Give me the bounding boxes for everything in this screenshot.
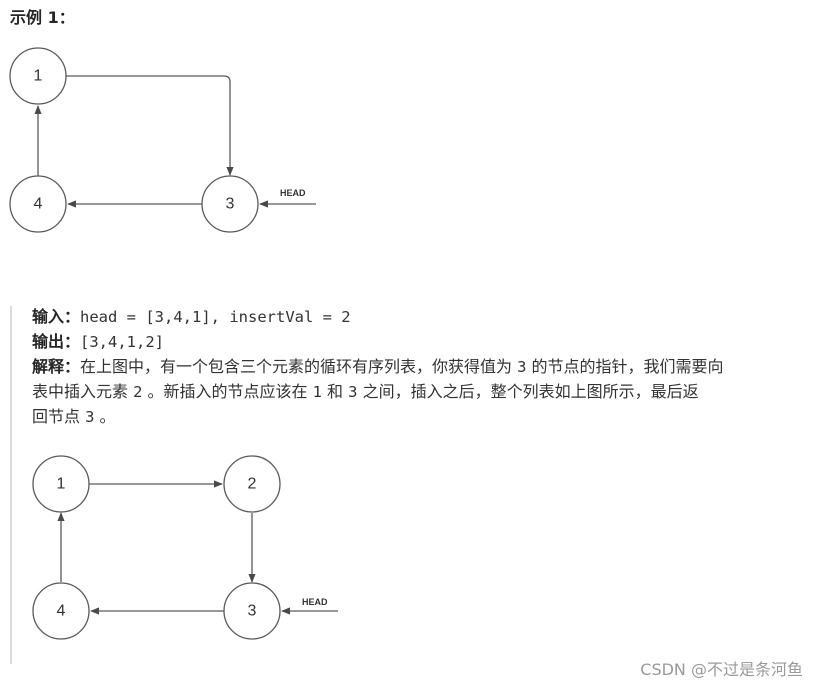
head-label: HEAD [280, 188, 306, 198]
circular-list-diagram-after: 1 2 3 4 HEAD [32, 455, 338, 640]
node-4: 4 [32, 582, 90, 640]
node-label: 4 [34, 196, 43, 213]
explanation-label: 解释： [32, 357, 81, 376]
output-line: 输出：[3,4,1,2] [32, 330, 164, 354]
node-4: 4 [9, 175, 67, 233]
node-label: 3 [248, 603, 257, 620]
node-label: 2 [248, 476, 257, 493]
node-1: 1 [9, 47, 67, 105]
node-label: 4 [57, 603, 66, 620]
watermark: CSDN @不过是条河鱼 [640, 660, 803, 679]
explanation-text: 回节点 [32, 407, 86, 426]
inline-code: 2 [133, 383, 143, 401]
explanation-text: 的节点的指针，我们需要向 [526, 357, 724, 376]
output-label: 输出： [32, 332, 81, 351]
explanation-text: 表中插入元素 [32, 382, 134, 401]
example-block-border [10, 306, 12, 664]
head-label: HEAD [302, 597, 328, 607]
example-title: 示例 1： [10, 8, 75, 27]
inline-code: 3 [348, 383, 358, 401]
input-line: 输入：head = [3,4,1], insertVal = 2 [32, 305, 351, 329]
explanation-text: 在上图中，有一个包含三个元素的循环有序列表，你获得值为 [80, 357, 518, 376]
node-3: 3 [223, 582, 281, 640]
node-1: 1 [32, 455, 90, 513]
output-value: [3,4,1,2] [80, 333, 165, 351]
inline-code: 1 [312, 383, 322, 401]
explanation-text: 和 [321, 382, 349, 401]
explanation-text: 。新插入的节点应该在 [142, 382, 313, 401]
explanation-text: 。 [94, 407, 116, 426]
node-label: 3 [226, 196, 235, 213]
node-label: 1 [34, 68, 43, 85]
explanation-text: 之间，插入之后，整个列表如上图所示，最后返 [357, 382, 699, 401]
explanation-line-2: 表中插入元素 2 。新插入的节点应该在 1 和 3 之间，插入之后，整个列表如上… [32, 380, 699, 404]
node-2: 2 [223, 455, 281, 513]
node-3: 3 [201, 175, 259, 233]
circular-list-diagram-before: 1 3 4 HEAD [9, 47, 316, 233]
input-value: head = [3,4,1], insertVal = 2 [80, 308, 351, 326]
inline-code: 3 [517, 358, 527, 376]
node-label: 1 [57, 476, 66, 493]
explanation-line-3: 回节点 3 。 [32, 405, 116, 429]
inline-code: 3 [85, 408, 95, 426]
input-label: 输入： [32, 307, 81, 326]
edge-1-to-3 [66, 75, 234, 176]
explanation-line-1: 解释：在上图中，有一个包含三个元素的循环有序列表，你获得值为 3 的节点的指针，… [32, 355, 724, 379]
